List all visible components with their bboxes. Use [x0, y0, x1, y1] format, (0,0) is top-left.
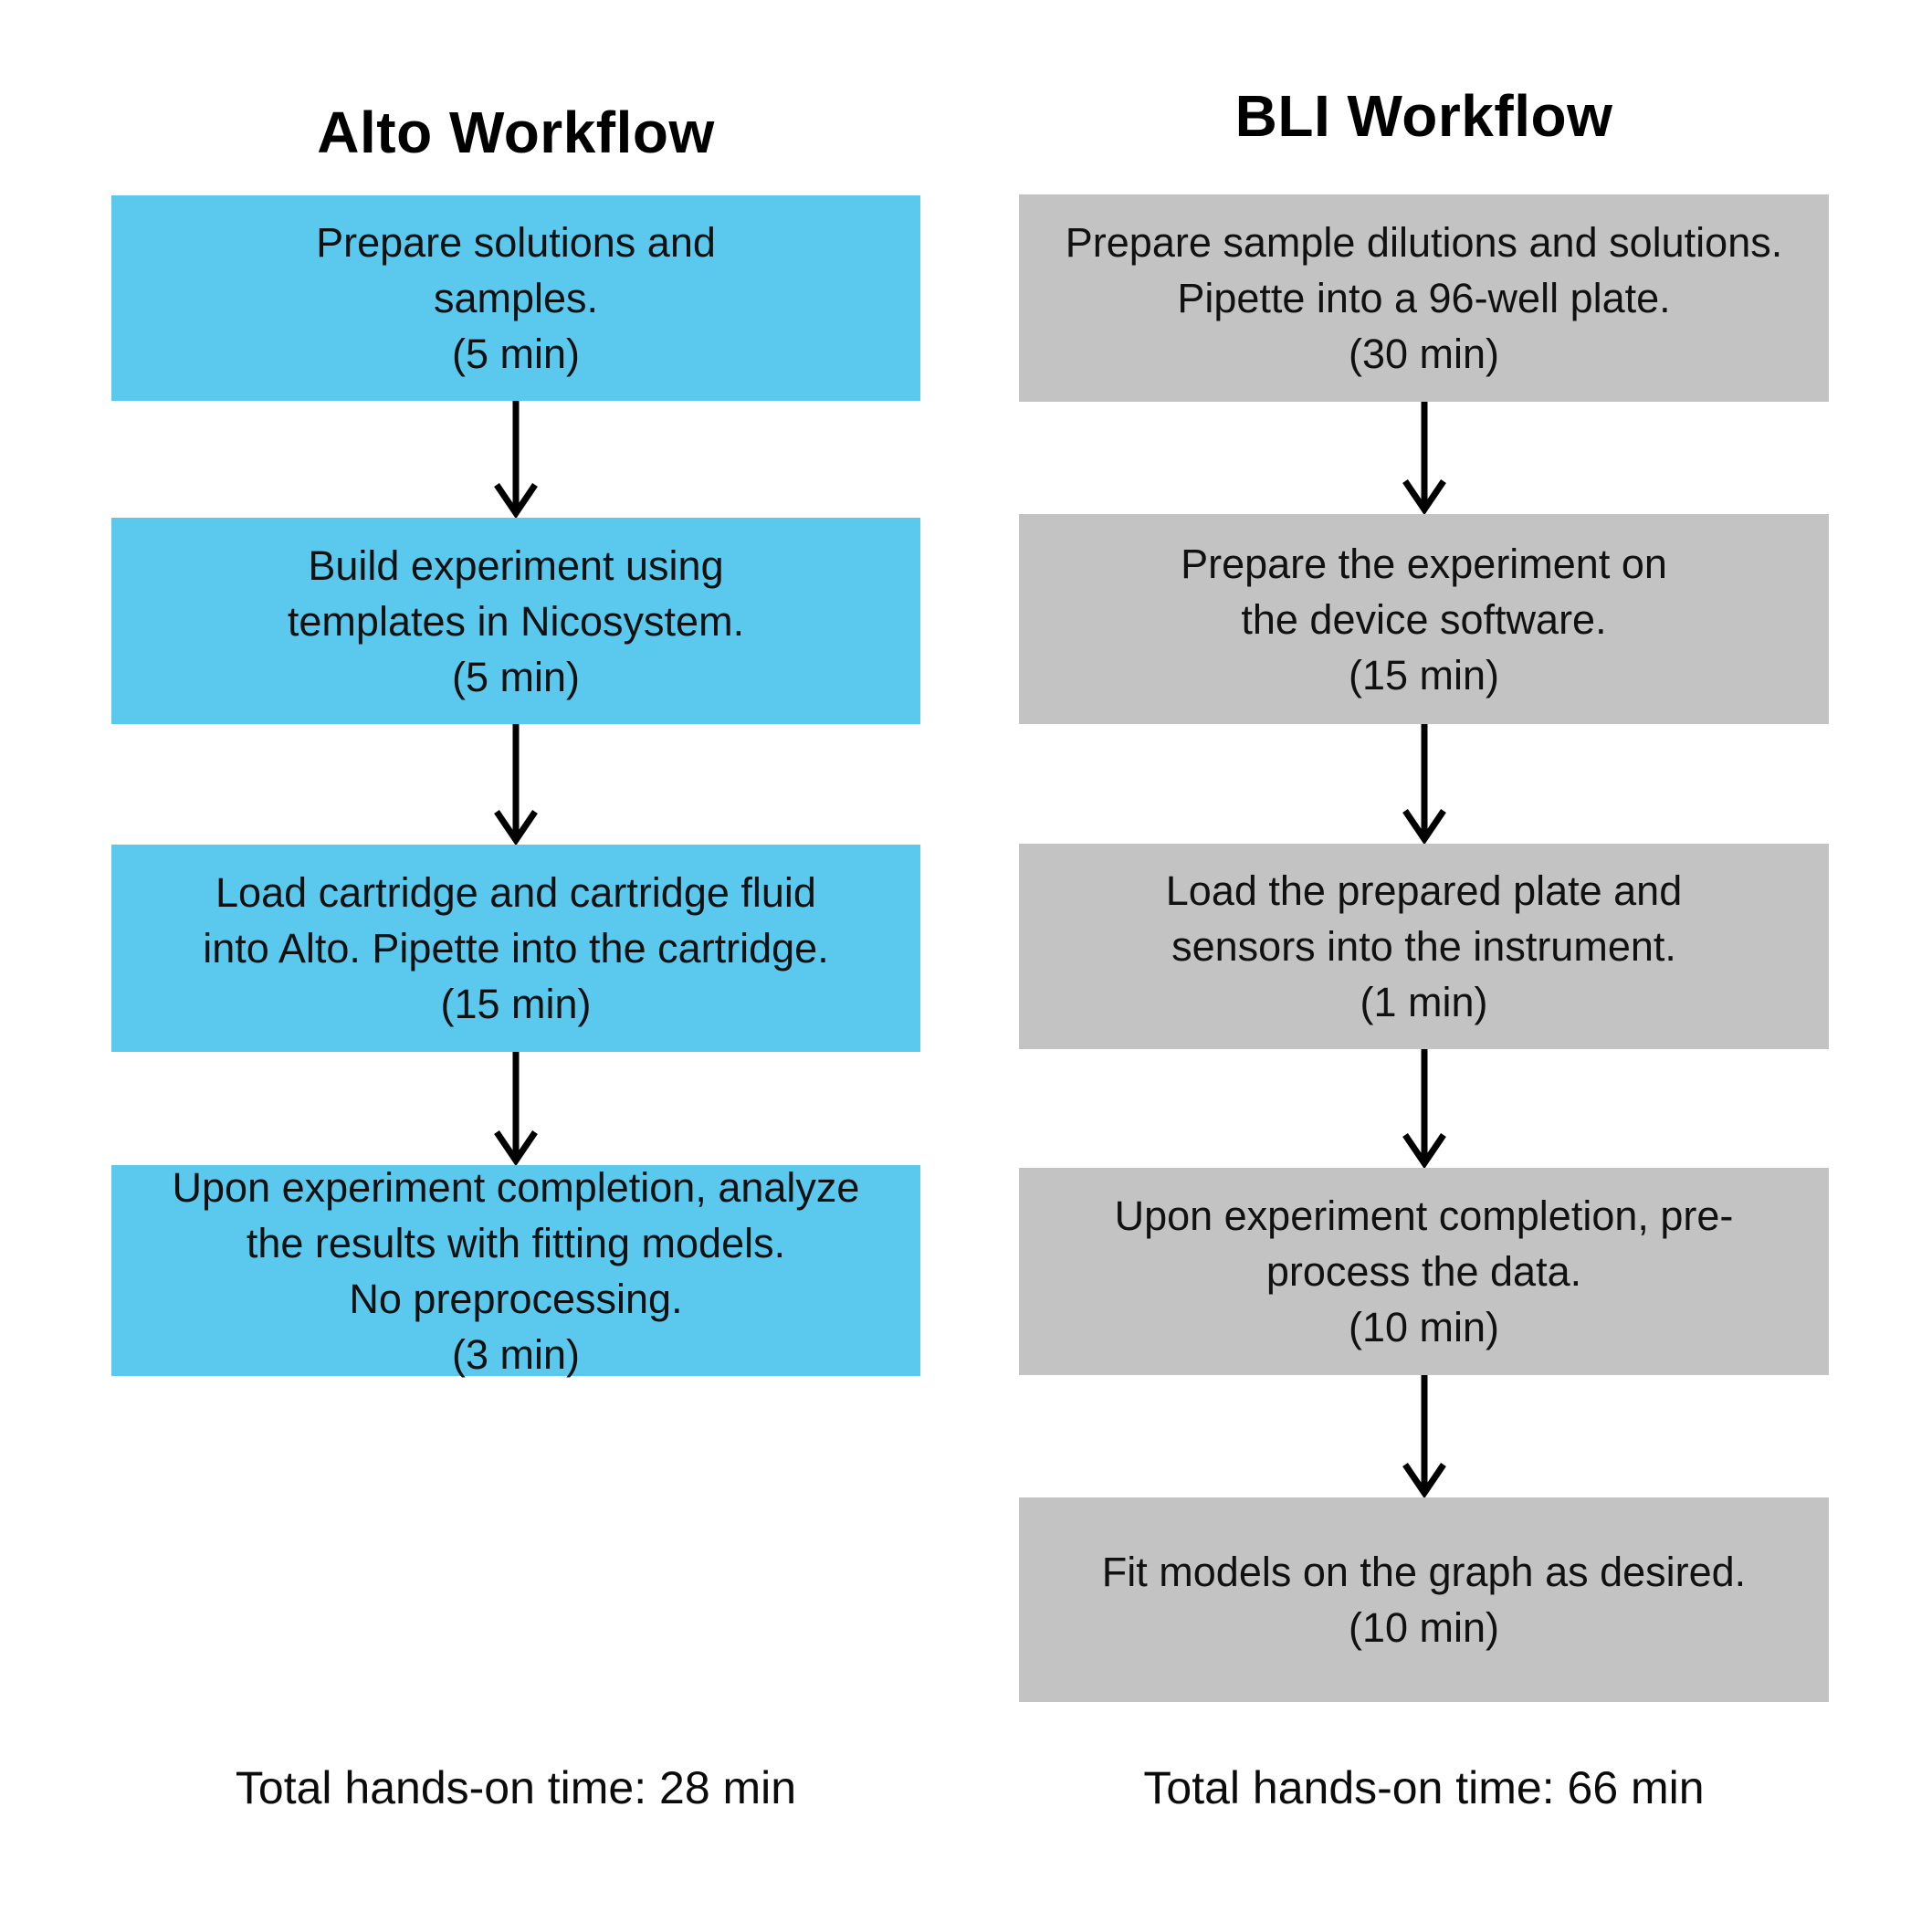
bli-step-2-text: Prepare the experiment on the device sof…	[1181, 540, 1667, 699]
arrow-down-icon	[1402, 1049, 1446, 1168]
alto-step-2-text: Build experiment using templates in Nico…	[287, 541, 745, 700]
bli-step-3-text: Load the prepared plate and sensors into…	[1165, 867, 1683, 1025]
alto-step-1-box: Prepare solutions and samples. (5 min)	[111, 195, 920, 401]
bli-step-5-text: Fit models on the graph as desired. (10 …	[1101, 1549, 1747, 1651]
alto-total-time: Total hands-on time: 28 min	[235, 1762, 797, 1813]
bli-step-1-text: Prepare sample dilutions and solutions. …	[1065, 219, 1783, 377]
arrow-down-icon	[1402, 724, 1446, 844]
alto-step-2-box: Build experiment using templates in Nico…	[111, 518, 920, 724]
arrow-down-icon	[1402, 402, 1446, 514]
alto-step-4-text: Upon experiment completion, analyze the …	[172, 1163, 860, 1378]
bli-step-1-box: Prepare sample dilutions and solutions. …	[1019, 194, 1829, 402]
arrow-down-icon	[494, 724, 538, 845]
alto-step-3-box: Load cartridge and cartridge fluid into …	[111, 845, 920, 1052]
alto-step-4-box: Upon experiment completion, analyze the …	[111, 1164, 920, 1378]
bli-step-3-box: Load the prepared plate and sensors into…	[1019, 844, 1829, 1049]
arrow-down-icon	[1402, 1375, 1446, 1497]
bli-workflow-title: BLI Workflow	[1234, 83, 1613, 149]
bli-step-5-box: Fit models on the graph as desired. (10 …	[1019, 1497, 1829, 1702]
arrow-down-icon	[494, 401, 538, 518]
alto-step-1-text: Prepare solutions and samples. (5 min)	[316, 219, 716, 377]
arrow-down-icon	[494, 1052, 538, 1165]
bli-step-4-box: Upon experiment completion, pre- process…	[1019, 1168, 1829, 1375]
alto-workflow-title: Alto Workflow	[317, 100, 715, 165]
bli-total-time: Total hands-on time: 66 min	[1143, 1762, 1705, 1813]
alto-step-3-text: Load cartridge and cartridge fluid into …	[203, 869, 829, 1027]
bli-step-2-box: Prepare the experiment on the device sof…	[1019, 514, 1829, 724]
bli-step-4-text: Upon experiment completion, pre- process…	[1114, 1192, 1734, 1350]
